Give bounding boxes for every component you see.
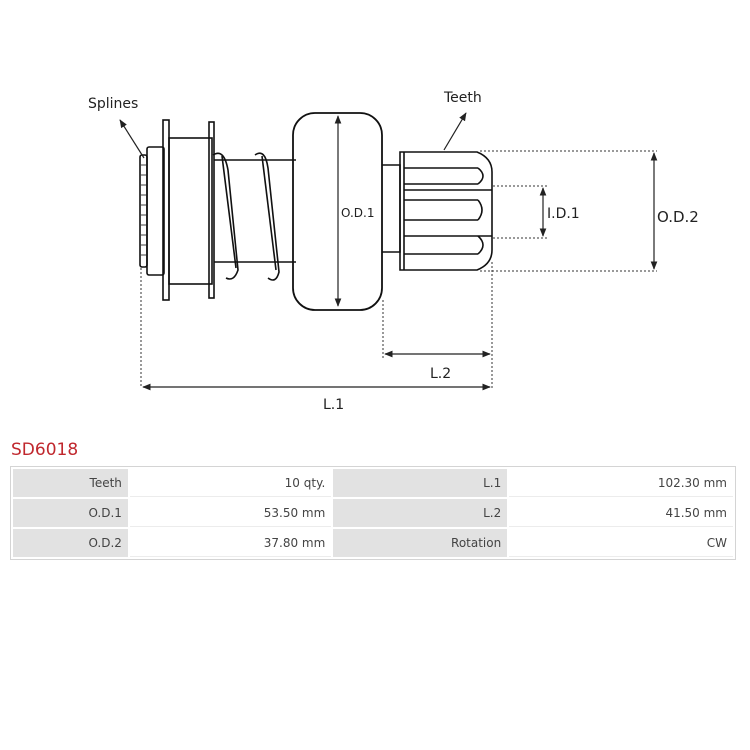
extension-lines bbox=[140, 150, 657, 390]
spec-value: 53.50 mm bbox=[129, 499, 332, 527]
spec-key: Rotation bbox=[333, 529, 508, 557]
spec-value: CW bbox=[509, 529, 733, 557]
spec-value: 10 qty. bbox=[129, 469, 332, 497]
spline-end bbox=[139, 146, 165, 276]
splines-label: Splines bbox=[88, 96, 138, 112]
spec-key: L.1 bbox=[333, 469, 508, 497]
part-number-title: SD6018 bbox=[11, 440, 79, 460]
l2-label: L.2 bbox=[430, 366, 451, 382]
spec-key: L.2 bbox=[333, 499, 508, 527]
od2-label: O.D.2 bbox=[657, 208, 699, 226]
spec-key: Teeth bbox=[13, 469, 128, 497]
spec-value: 41.50 mm bbox=[509, 499, 733, 527]
callout-leaders bbox=[119, 112, 467, 159]
spring-shaft bbox=[212, 152, 296, 281]
id1-label: I.D.1 bbox=[547, 206, 580, 222]
table-row: Teeth 10 qty. L.1 102.30 mm bbox=[13, 469, 733, 497]
flanges bbox=[162, 119, 215, 301]
spec-table: Teeth 10 qty. L.1 102.30 mm O.D.1 53.50 … bbox=[10, 466, 736, 560]
spec-value: 102.30 mm bbox=[509, 469, 733, 497]
table-row: O.D.2 37.80 mm Rotation CW bbox=[13, 529, 733, 557]
table-row: O.D.1 53.50 mm L.2 41.50 mm bbox=[13, 499, 733, 527]
spec-value: 37.80 mm bbox=[129, 529, 332, 557]
spec-key: O.D.2 bbox=[13, 529, 128, 557]
clutch-body bbox=[292, 112, 383, 311]
teeth-label: Teeth bbox=[443, 90, 482, 106]
dimension-arrows bbox=[142, 115, 658, 391]
od1-label: O.D.1 bbox=[341, 206, 374, 220]
spec-key: O.D.1 bbox=[13, 499, 128, 527]
pinion-gear bbox=[382, 151, 493, 271]
l1-label: L.1 bbox=[323, 397, 344, 413]
starter-drive-diagram: Splines Teeth O.D.1 I.D.1 O.D.2 L.2 L.1 bbox=[88, 90, 699, 413]
